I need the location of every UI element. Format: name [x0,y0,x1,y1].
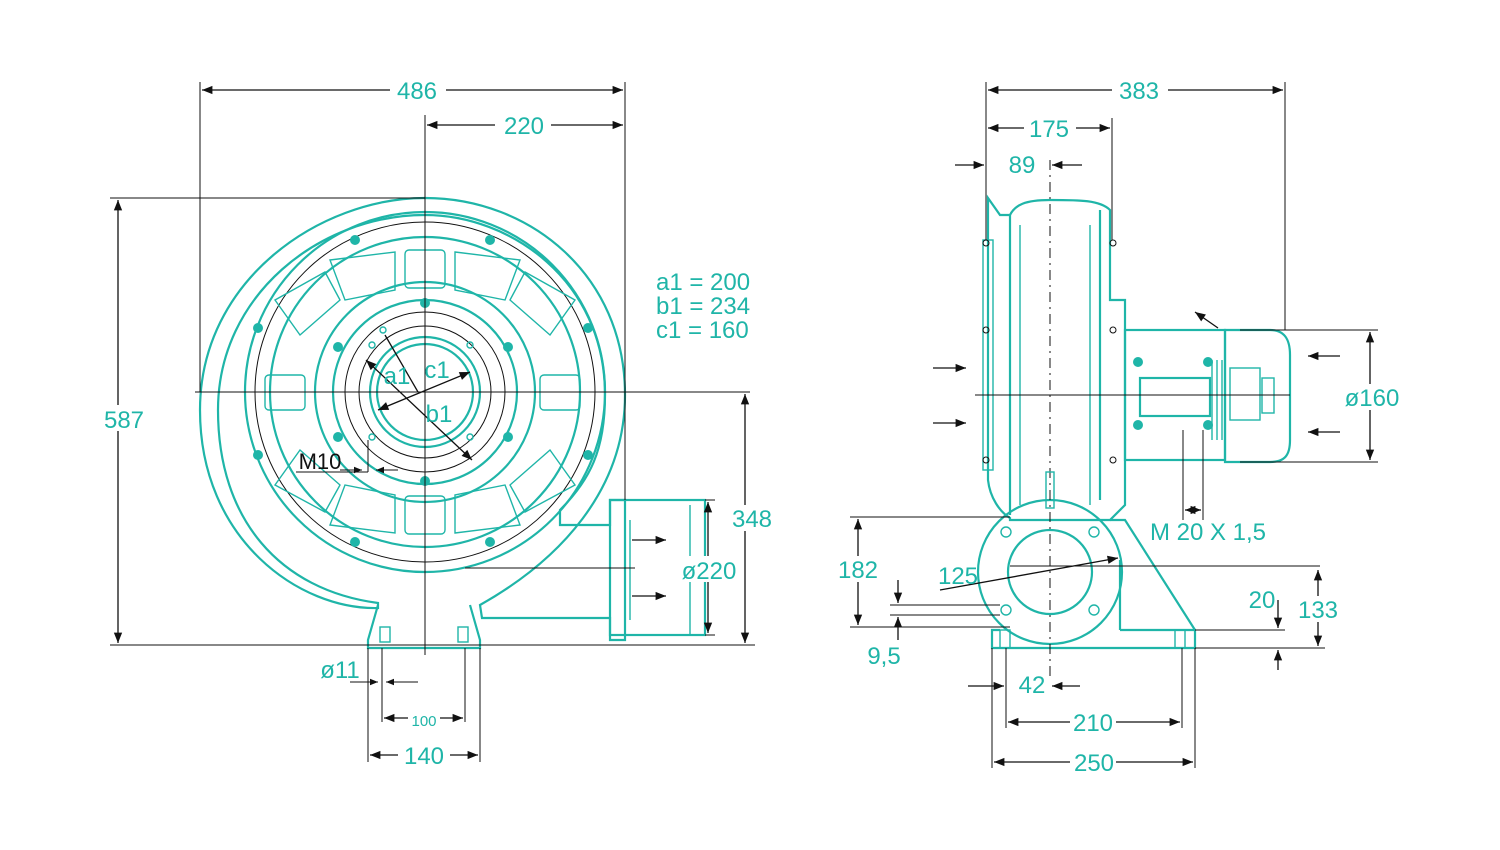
parameter-notes: a1 = 200 b1 = 234 c1 = 160 [656,269,750,344]
dim-587: 587 [104,407,144,434]
note-a1: a1 = 200 [656,269,750,296]
volute-housing [198,196,627,642]
front-view: 486 220 587 348 ø220 ø11 100 140 M10 a1 … [98,78,776,770]
dim-133: 133 [1298,597,1338,624]
dim-220-dia: ø220 [682,558,737,585]
dim-486: 486 [397,78,437,105]
dim-140: 140 [404,743,444,770]
dim-89: 89 [1009,152,1036,179]
dim-220: 220 [504,113,544,140]
side-view: 383 175 89 ø160 M 20 X 1,5 182 125 20 13… [834,78,1404,777]
label-b1: b1 [426,401,453,428]
label-c1: c1 [424,357,449,384]
dim-125: 125 [938,563,978,590]
dim-100: 100 [411,713,436,730]
dim-383: 383 [1119,78,1159,105]
side-dim-labels: 383 175 89 ø160 M 20 X 1,5 182 125 20 13… [834,78,1404,777]
dim-m20: M 20 X 1,5 [1150,519,1266,546]
dim-160-dia: ø160 [1345,385,1400,412]
label-a1: a1 [384,363,411,390]
dim-11-dia: ø11 [320,657,360,684]
note-b1: b1 = 234 [656,293,750,320]
dim-20: 20 [1249,587,1276,614]
dim-m10: M10 [299,449,342,474]
dim-182: 182 [838,557,878,584]
note-c1: c1 = 160 [656,317,749,344]
dim-210: 210 [1073,710,1113,737]
dim-9-5: 9,5 [867,643,900,670]
dim-250: 250 [1074,750,1114,777]
dim-175: 175 [1029,116,1069,143]
dim-348: 348 [732,506,772,533]
front-foot [366,604,482,650]
side-housing [986,194,1127,522]
front-dim-labels: 486 220 587 348 ø220 ø11 100 140 M10 a1 … [98,78,776,770]
dim-42: 42 [1019,672,1046,699]
